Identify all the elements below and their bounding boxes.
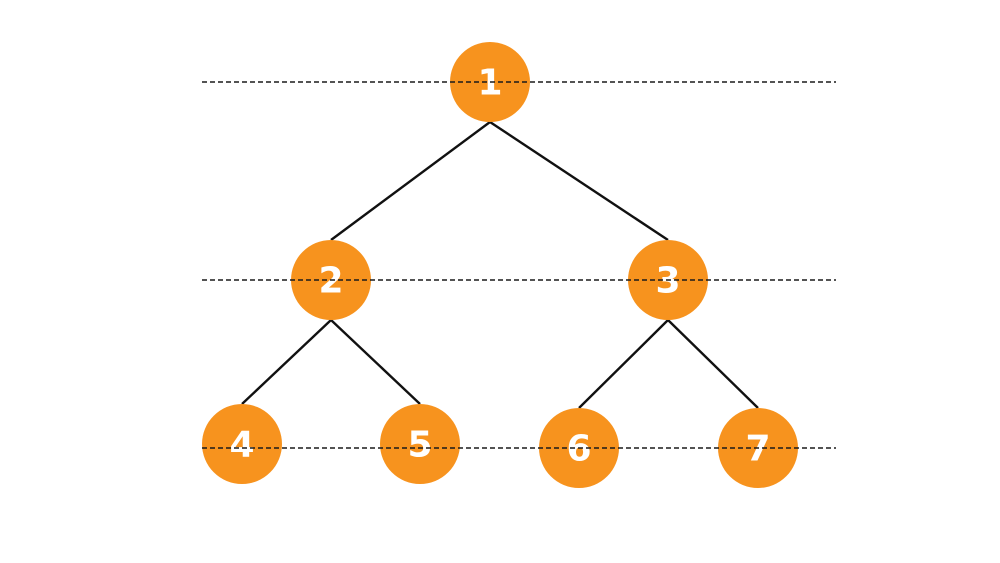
edge-3-6: [578, 319, 669, 409]
node-label-6: 6: [566, 429, 591, 470]
node-label-1: 1: [477, 63, 502, 104]
node-label-7: 7: [745, 429, 770, 470]
node-label-3: 3: [655, 261, 680, 302]
edge-2-5: [330, 319, 421, 405]
node-label-4: 4: [229, 425, 254, 466]
level-lines: [202, 81, 836, 449]
tree-edges: [241, 120, 759, 409]
node-label-5: 5: [407, 425, 432, 466]
node-circle-5: [380, 404, 460, 484]
node-circle-4: [202, 404, 282, 484]
edge-1-2: [330, 121, 491, 241]
node-4: 4: [202, 404, 282, 484]
edge-2-4: [241, 319, 332, 405]
node-5: 5: [380, 404, 460, 484]
edge-1-3: [489, 120, 669, 242]
edge-3-7: [667, 319, 759, 409]
node-label-2: 2: [318, 261, 343, 302]
